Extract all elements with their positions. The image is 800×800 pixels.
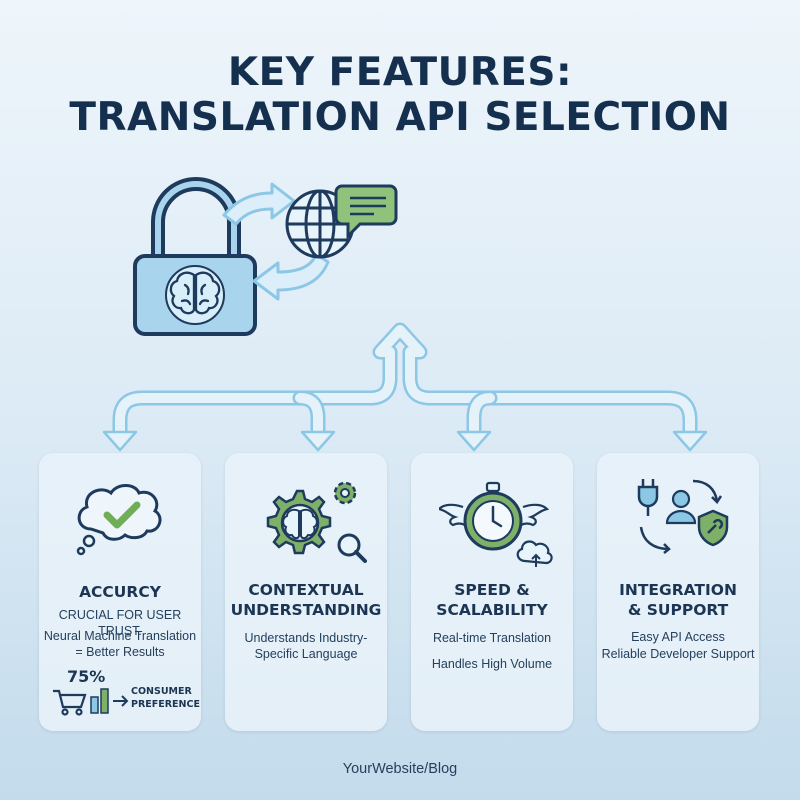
feature-card-integration: INTEGRATION & SUPPORT Easy API Access Re…	[597, 453, 759, 731]
card-title-line1: CONTEXTUAL	[248, 581, 364, 599]
winged-stopwatch-icon	[439, 481, 553, 567]
speech-bubble-check-icon	[76, 484, 162, 556]
small-gear-icon	[333, 481, 357, 505]
footer-credit: YourWebsite/Blog	[342, 761, 458, 777]
card-line: Specific Language	[254, 647, 358, 661]
magnifier-icon	[337, 533, 367, 563]
card-line: Easy API Access	[631, 630, 725, 644]
card-line: Reliable Developer Support	[601, 647, 755, 661]
exchange-arrows-icon	[222, 182, 330, 301]
stat-label: CONSUMER	[131, 686, 192, 697]
shield-wrench-icon	[697, 509, 729, 547]
card-title: ACCURCY	[79, 583, 161, 601]
gear-brain-icon	[266, 481, 367, 563]
feature-card-contextual: CONTEXTUAL UNDERSTANDING Understands Ind…	[225, 453, 387, 731]
bar-chart-icon	[90, 688, 109, 714]
page-title-line1: KEY FEATURES:	[227, 50, 573, 95]
feature-card-accuracy: ACCURCY CRUCIAL FOR USER TRUST. Neural M…	[39, 453, 201, 731]
card-title-line1: INTEGRATION	[619, 581, 737, 599]
card-line: Handles High Volume	[431, 657, 553, 671]
card-title-line2: SCALABILITY	[436, 601, 548, 619]
plug-user-shield-icon	[637, 479, 729, 554]
stat-label: PREFERENCE	[131, 699, 200, 710]
card-title-line2: UNDERSTANDING	[230, 601, 382, 619]
page-title-line2: TRANSLATION API SELECTION	[69, 95, 731, 140]
lock-brain-icon	[133, 177, 257, 336]
card-line: Understands Industry-	[244, 631, 368, 645]
cloud-upload-icon	[516, 540, 553, 567]
gear-icon	[266, 489, 332, 555]
card-line: Real-time Translation	[432, 631, 552, 645]
card-title-line2: & SUPPORT	[627, 601, 729, 619]
card-line: Neural Machine Translation	[43, 629, 197, 643]
stat-value: 75%	[67, 667, 106, 686]
cycle-arrows-icon	[639, 479, 723, 554]
feature-card-speed: SPEED & SCALABILITY Real-time Translatio…	[411, 453, 573, 731]
user-icon	[665, 489, 697, 525]
card-line: = Better Results	[75, 645, 165, 659]
card-line: CRUCIAL FOR USER TRUST.	[58, 608, 182, 638]
cart-icon	[53, 689, 87, 716]
arrow-right-icon	[113, 695, 129, 707]
connector-arrows	[102, 322, 708, 452]
plug-icon	[637, 479, 659, 516]
chat-bubble-icon	[334, 184, 398, 240]
card-title-line1: SPEED &	[454, 581, 530, 599]
